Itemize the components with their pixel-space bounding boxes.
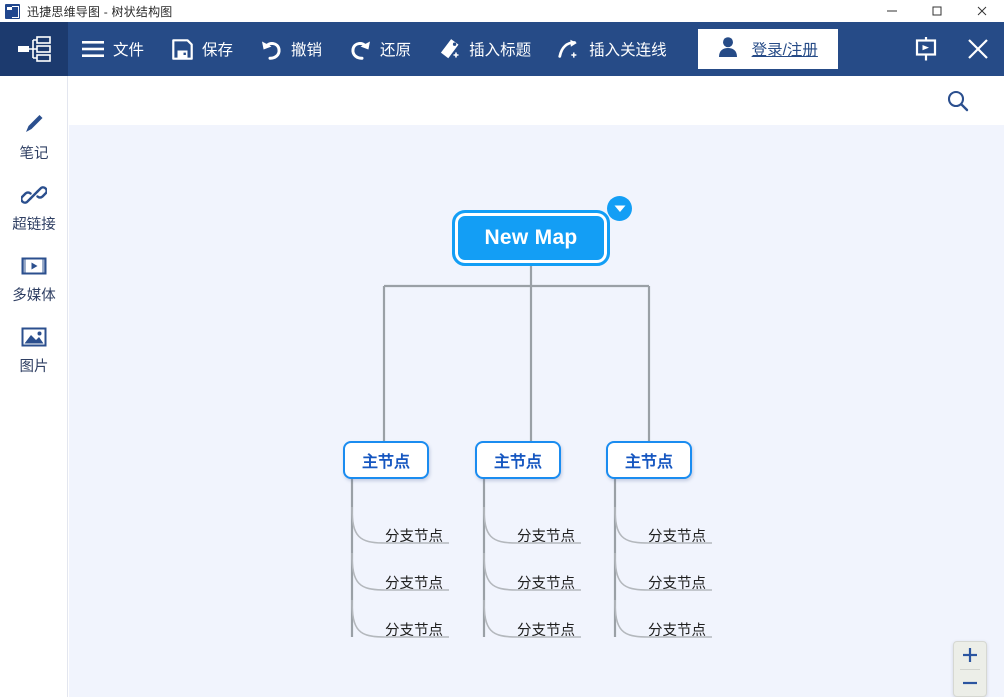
mindmap-branch-node[interactable]: 分支节点 [517, 572, 575, 593]
zoom-divider [960, 668, 980, 670]
toolbar-label-insert-title: 插入标题 [469, 42, 532, 59]
multimedia-film-icon [0, 251, 68, 281]
connector-lines [350, 266, 712, 638]
root-node-label: New Map [484, 226, 578, 249]
mindmap-branch-node[interactable]: 分支节点 [517, 619, 575, 640]
sidebar-item-image[interactable]: 图片 [0, 315, 68, 386]
mindmap-branch-node[interactable]: 分支节点 [648, 619, 706, 640]
hamburger-menu-icon [81, 37, 105, 61]
toolbar-item-file[interactable]: 文件 [68, 22, 157, 76]
main-toolbar: 文件 保存 撤销 [0, 22, 1004, 76]
title-bar: 迅捷思维导图 - 树状结构图 [0, 0, 1004, 22]
image-picture-icon [0, 322, 68, 352]
redo-arrow-icon [348, 37, 372, 61]
branch-node-label: 分支节点 [517, 576, 575, 592]
sidebar-item-multimedia[interactable]: 多媒体 [0, 244, 68, 315]
sidebar-label-image: 图片 [19, 359, 49, 375]
sub-toolbar [68, 76, 1004, 125]
toolbar-item-undo[interactable]: 撤销 [246, 22, 335, 76]
plus-icon [963, 648, 977, 663]
minimize-icon[interactable] [869, 0, 914, 22]
undo-arrow-icon [259, 37, 283, 61]
close-icon[interactable] [959, 0, 1004, 22]
mindmap-branch-node[interactable]: 分支节点 [385, 619, 443, 640]
toolbar-label-insert-relation-line: 插入关连线 [589, 42, 667, 59]
mindmap-canvas[interactable]: New Map 主节点 主节点 主节点 分支节点 分支节点 分支节点 分支节点 [69, 125, 1004, 697]
sidebar-label-notes: 笔记 [19, 146, 49, 162]
main-node-label: 主节点 [361, 454, 410, 471]
mindmap-logo-icon [5, 3, 20, 19]
branch-node-label: 分支节点 [385, 529, 443, 545]
toolbar-item-redo[interactable]: 还原 [335, 22, 424, 76]
branch-node-label: 分支节点 [385, 623, 443, 639]
sidebar-item-notes[interactable]: 笔记 [0, 102, 68, 173]
toolbar-label-save: 保存 [202, 42, 234, 59]
close-x-icon[interactable] [952, 22, 1004, 76]
toolbar-item-insert-relation-line[interactable]: 插入关连线 [544, 22, 680, 76]
branch-node-label: 分支节点 [385, 576, 443, 592]
login-register-label: 登录/注册 [751, 42, 818, 59]
pencil-icon [0, 109, 68, 139]
branch-node-label: 分支节点 [517, 529, 575, 545]
tag-plus-icon [437, 37, 461, 61]
toolbar-label-redo: 还原 [380, 42, 412, 59]
zoom-control [953, 641, 987, 697]
toolbar-item-save[interactable]: 保存 [157, 22, 246, 76]
save-floppy-icon [170, 37, 194, 61]
mindmap-main-node[interactable]: 主节点 [343, 441, 429, 479]
mindmap-branch-node[interactable]: 分支节点 [385, 525, 443, 546]
sidebar-label-hyperlink: 超链接 [12, 217, 56, 233]
window-controls [869, 0, 1004, 22]
search-icon[interactable] [934, 81, 982, 121]
main-node-label: 主节点 [493, 454, 542, 471]
mindmap-main-node[interactable]: 主节点 [606, 441, 692, 479]
sidebar-item-hyperlink[interactable]: 超链接 [0, 173, 68, 244]
mindmap-root-node[interactable]: New Map [452, 210, 610, 266]
branch-node-label: 分支节点 [648, 623, 706, 639]
relation-line-plus-icon [557, 37, 581, 61]
branch-node-label: 分支节点 [517, 623, 575, 639]
user-person-icon [718, 36, 738, 63]
toolbar-right-group [900, 22, 1004, 76]
mindmap-main-node[interactable]: 主节点 [475, 441, 561, 479]
minus-icon [963, 681, 977, 684]
branch-node-label: 分支节点 [648, 576, 706, 592]
zoom-in-button[interactable] [954, 642, 986, 669]
toolbar-item-insert-title[interactable]: 插入标题 [424, 22, 544, 76]
collapse-triangle-icon[interactable] [607, 196, 632, 221]
login-register-button[interactable]: 登录/注册 [697, 29, 838, 69]
toolbar-label-file: 文件 [113, 42, 145, 59]
hyperlink-chain-icon [0, 180, 68, 210]
presentation-icon[interactable] [900, 22, 952, 76]
sidebar-label-multimedia: 多媒体 [12, 288, 56, 304]
mindmap-branch-node[interactable]: 分支节点 [648, 525, 706, 546]
window-title: 迅捷思维导图 - 树状结构图 [27, 4, 173, 19]
left-sidebar: 笔记 超链接 [0, 76, 68, 697]
mindmap-branch-node[interactable]: 分支节点 [648, 572, 706, 593]
mindmap-branch-node[interactable]: 分支节点 [385, 572, 443, 593]
mindmap-tree-icon [0, 22, 68, 76]
main-node-label: 主节点 [624, 454, 673, 471]
maximize-icon[interactable] [914, 0, 959, 22]
branch-node-label: 分支节点 [648, 529, 706, 545]
mindmap-branch-node[interactable]: 分支节点 [517, 525, 575, 546]
toolbar-label-undo: 撤销 [291, 42, 323, 59]
zoom-out-button[interactable] [954, 670, 986, 697]
